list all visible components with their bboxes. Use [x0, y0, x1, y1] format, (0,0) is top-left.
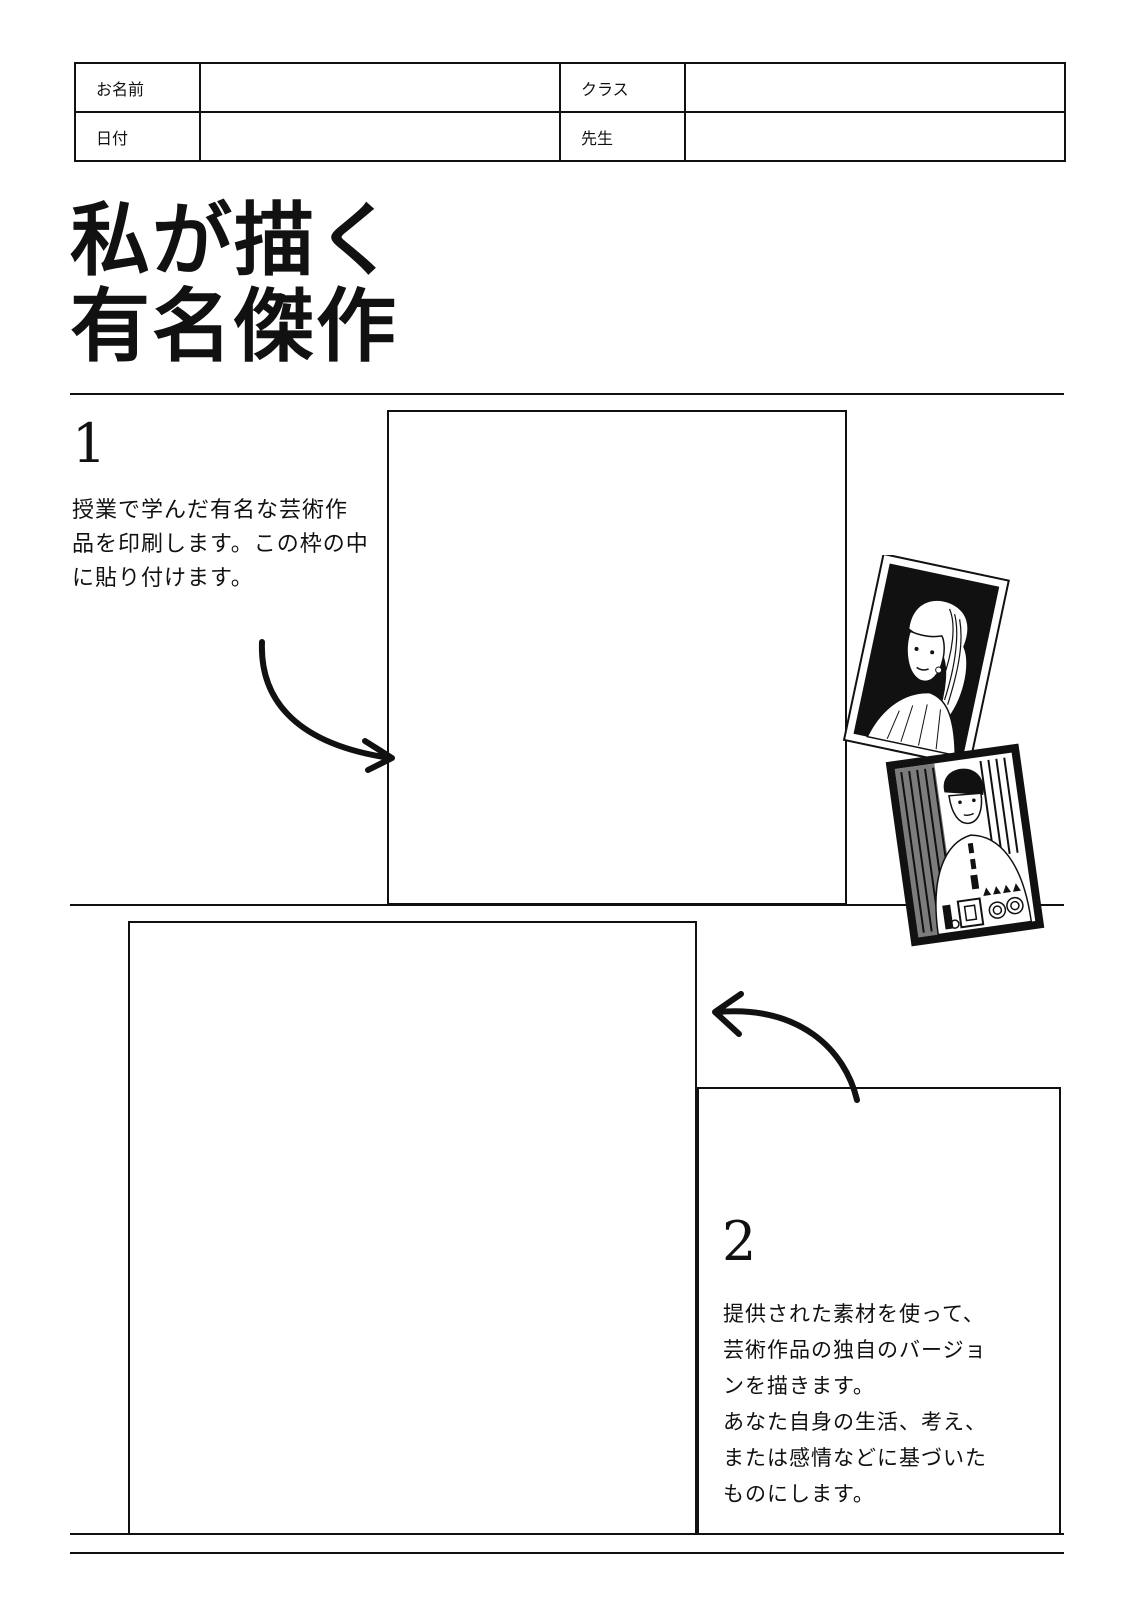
date-field[interactable]: [199, 111, 561, 162]
step-2-line-6: ものにします。: [723, 1482, 875, 1506]
klimt-style-portrait-icon: [885, 743, 1045, 947]
step-2-line-3: ンを描きます。: [723, 1374, 875, 1398]
divider-top: [70, 393, 1064, 395]
step-2-box: [697, 1087, 1061, 1535]
title-line-2: 有名傑作: [70, 280, 398, 373]
artwork-print-frame[interactable]: [387, 410, 847, 905]
class-field[interactable]: [684, 62, 1066, 113]
step-2-instructions: 提供された素材を使って、 芸術作品の独自のバージョ ンを描きます。 あなた自身の…: [723, 1296, 1053, 1512]
date-label: 日付: [74, 111, 201, 162]
name-label: お名前: [74, 62, 201, 113]
step-2-line-2: 芸術作品の独自のバージョ: [723, 1338, 987, 1362]
divider-middle: [70, 904, 1064, 906]
class-label: クラス: [559, 62, 686, 113]
step-1-instructions: 授業で学んだ有名な芸術作品を印刷します。この枠の中に貼り付けます。: [72, 498, 369, 591]
page-title: 私が描く 有名傑作: [70, 198, 398, 370]
name-field[interactable]: [199, 62, 561, 113]
student-info-table: お名前 クラス 日付 先生: [74, 62, 1066, 162]
step-2-line-1: 提供された素材を使って、: [723, 1302, 985, 1326]
step-2-line-5: または感情などに基づいた: [723, 1446, 987, 1470]
pearl-earring-girl-portrait-icon: [842, 555, 1010, 768]
title-line-1: 私が描く: [70, 194, 398, 287]
drawing-frame[interactable]: [128, 921, 697, 1535]
teacher-label: 先生: [559, 111, 686, 162]
step-1-number: 1: [72, 412, 107, 475]
divider-bottom-2: [70, 1552, 1064, 1554]
step-2-line-4: あなた自身の生活、考え、: [723, 1410, 987, 1434]
step-2-number: 2: [722, 1210, 757, 1273]
arrow-left-icon: [712, 991, 860, 1103]
teacher-field[interactable]: [684, 111, 1066, 162]
arrow-right-icon: [258, 639, 395, 773]
